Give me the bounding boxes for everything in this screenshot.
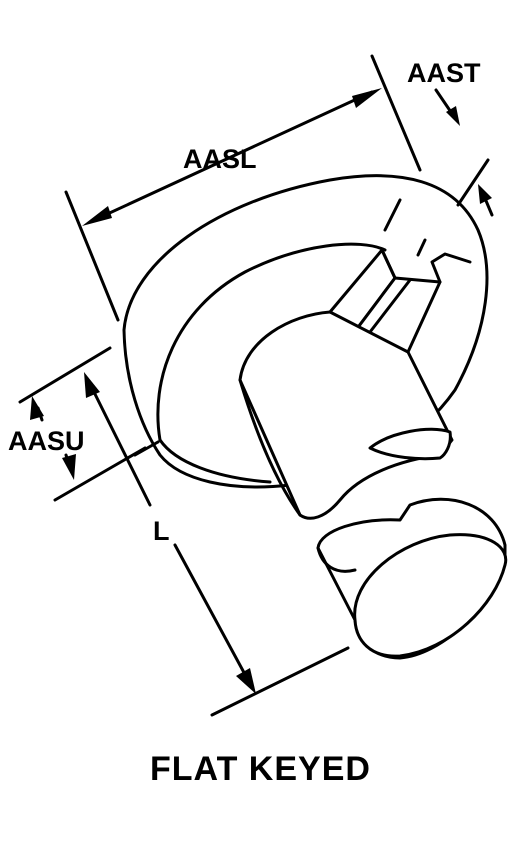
aasl-dimension bbox=[82, 88, 382, 226]
arrowhead-icon bbox=[236, 668, 256, 694]
arrowhead-icon bbox=[84, 372, 100, 398]
length-label: L bbox=[153, 516, 170, 546]
diagram-title: FLAT KEYED bbox=[150, 750, 371, 788]
shank-upper bbox=[238, 310, 454, 520]
arrowhead-icon bbox=[82, 206, 112, 226]
aast-label: AAST bbox=[407, 58, 481, 88]
extension-lines bbox=[18, 54, 490, 717]
arrowhead-icon bbox=[30, 396, 44, 420]
aast-dimension bbox=[434, 88, 494, 217]
arrowhead-icon bbox=[62, 454, 76, 480]
arrowhead-icon bbox=[352, 88, 382, 108]
aasu-label: AASU bbox=[8, 426, 85, 456]
aasu-dimension bbox=[30, 396, 76, 480]
arrowhead-icon bbox=[446, 106, 460, 126]
arrowhead-icon bbox=[478, 184, 492, 204]
length-dimension bbox=[84, 372, 256, 694]
shank-lower bbox=[316, 497, 508, 660]
aasl-label: AASL bbox=[183, 144, 257, 174]
